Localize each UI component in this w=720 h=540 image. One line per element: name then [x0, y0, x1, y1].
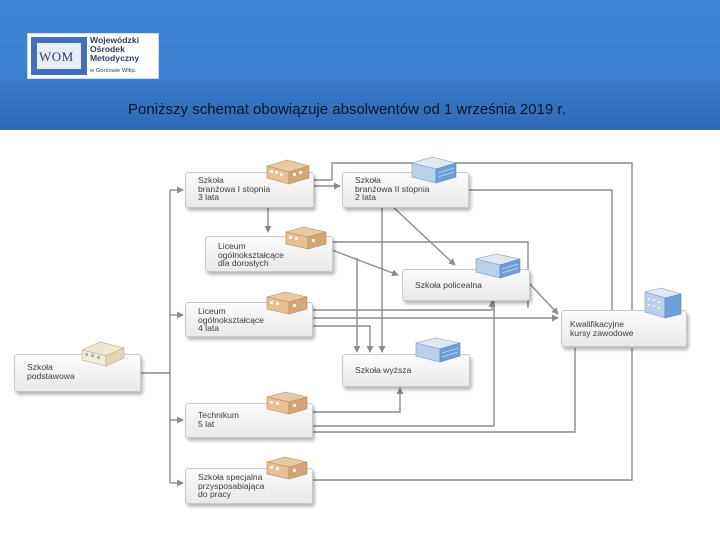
box-label: Szkoła podstawowa	[27, 362, 75, 381]
building-icon	[265, 159, 311, 185]
wom-logo: WOM Wojewódzki Ośrodek Metodyczny w Gorz…	[27, 33, 159, 79]
header-banner: WOM Wojewódzki Ośrodek Metodyczny w Gorz…	[0, 0, 720, 130]
line-technikum-right	[313, 301, 495, 427]
arrow-liceum4-wyzsza	[313, 325, 374, 353]
building-icon	[266, 291, 308, 315]
box-label: Szkoła policealna	[415, 280, 482, 290]
building-icon	[643, 287, 683, 319]
logo-line-3: Metodyczny	[90, 53, 140, 63]
line-branzowa1-top	[313, 162, 633, 310]
connection-lines	[139, 162, 633, 487]
box-label: Szkoła branżowa II stopnia 2 lata	[355, 175, 430, 203]
building-icon	[266, 456, 308, 480]
line-technikum-kwalifikacyjne	[313, 348, 576, 433]
box-label: Kwalifikacyjne kursy zawodowe	[570, 319, 634, 338]
arrow-technikum-wyzsza	[313, 387, 404, 413]
page-title: Poniższy schemat obowiązuje absolwentów …	[128, 101, 566, 118]
logo-abbreviation: WOM	[39, 49, 74, 64]
box-label: Szkoła specjalna przysposabiająca do pra…	[198, 472, 265, 500]
arrow-branzowa2-policealna	[391, 205, 456, 266]
header-band	[0, 82, 720, 130]
logo-line-2: Ośrodek	[90, 44, 125, 54]
line-specjalna-kwalifikacyjne	[313, 348, 633, 481]
logo-line-4: w Gorzowie Wlkp.	[90, 68, 137, 74]
box-label: Liceum ogólnokształcące 4 lata	[198, 306, 264, 334]
line-podstawowa-trunk	[139, 372, 171, 483]
box-label: Szkoła wyższa	[355, 365, 412, 375]
building-icon	[81, 341, 125, 367]
box-szkola-podstawowa: Szkoła podstawowa	[14, 354, 141, 392]
building-icon	[266, 391, 308, 415]
arrow-policealna-kwalifikacyjne	[527, 281, 559, 315]
building-icon	[410, 156, 458, 184]
book-icon: WOM	[31, 37, 87, 75]
box-label: Liceum ogólnokształcące dla dorosłych	[218, 241, 284, 269]
box-branzowa-1: Szkoła branżowa I stopnia 3 lata	[185, 172, 314, 208]
logo-line-1: Wojewódzki	[90, 35, 140, 45]
line-branzowa2-right	[468, 189, 613, 310]
box-label: Technikum 5 lat	[198, 410, 240, 429]
arrow-liceum4-policealna	[313, 300, 496, 311]
building-icon	[475, 253, 521, 279]
arrow-liceum-doroslych-policealna	[331, 249, 399, 277]
building-icon	[285, 226, 327, 250]
building-icon	[415, 337, 461, 363]
box-label: Szkoła branżowa I stopnia 3 lata	[198, 175, 271, 203]
